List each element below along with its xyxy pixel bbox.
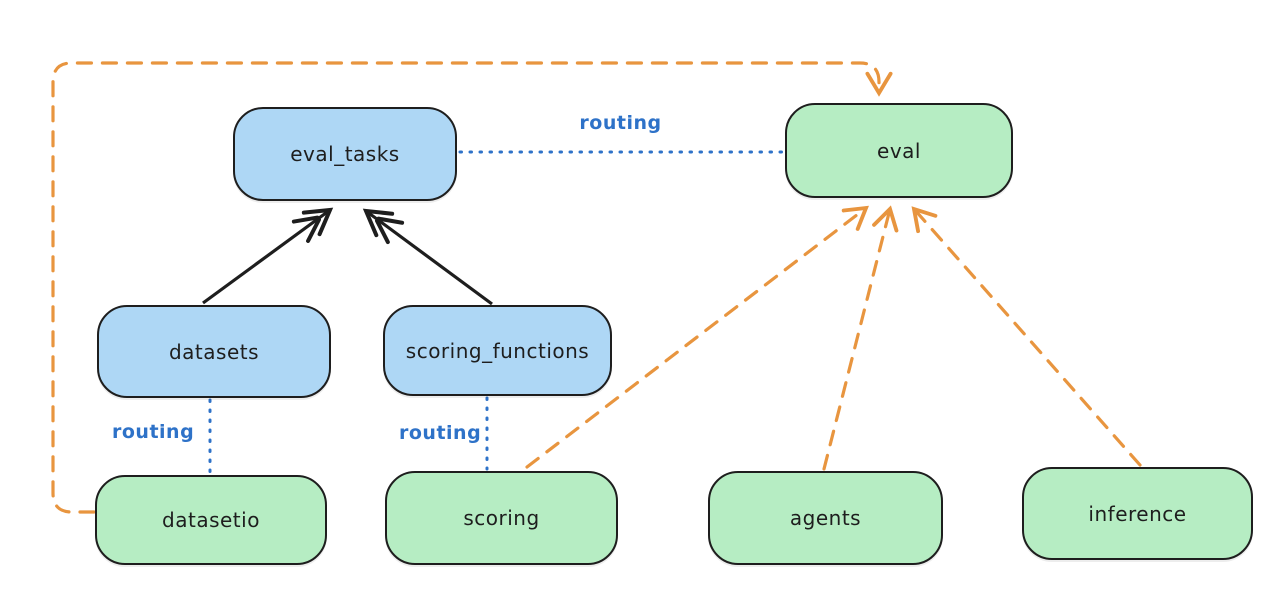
node-eval-label: eval: [877, 138, 921, 163]
node-datasetio-label: datasetio: [162, 508, 260, 532]
edge-scoring-to-eval: [525, 205, 869, 469]
edge-inference-to-eval: [911, 206, 1142, 467]
node-scoring-functions-label: scoring_functions: [405, 338, 590, 363]
node-agents-label: agents: [789, 506, 862, 530]
edge-label-routing-datasetio: routing: [112, 421, 195, 443]
node-datasets: datasets: [97, 305, 331, 398]
edge-datasetio-to-eval: [51, 61, 893, 514]
node-scoring-functions: scoring_functions: [383, 305, 612, 396]
edge-scoring_functions-to-eval_tasks: [362, 208, 493, 306]
edge-datasets-to-eval_tasks: [202, 207, 334, 305]
edge-agents-to-eval: [822, 205, 899, 471]
node-datasetio: datasetio: [95, 475, 327, 565]
node-eval-tasks-label: eval_tasks: [290, 142, 400, 166]
node-inference-label: inference: [1088, 501, 1187, 526]
node-scoring: scoring: [385, 471, 618, 565]
node-datasets-label: datasets: [168, 339, 260, 364]
node-inference: inference: [1022, 467, 1253, 560]
edge-label-routing-top: routing: [579, 112, 662, 134]
node-eval: eval: [785, 103, 1013, 198]
node-agents: agents: [708, 471, 943, 565]
node-eval-tasks: eval_tasks: [233, 107, 457, 201]
node-scoring-label: scoring: [463, 506, 540, 530]
edge-label-routing-scoring: routing: [399, 422, 482, 444]
